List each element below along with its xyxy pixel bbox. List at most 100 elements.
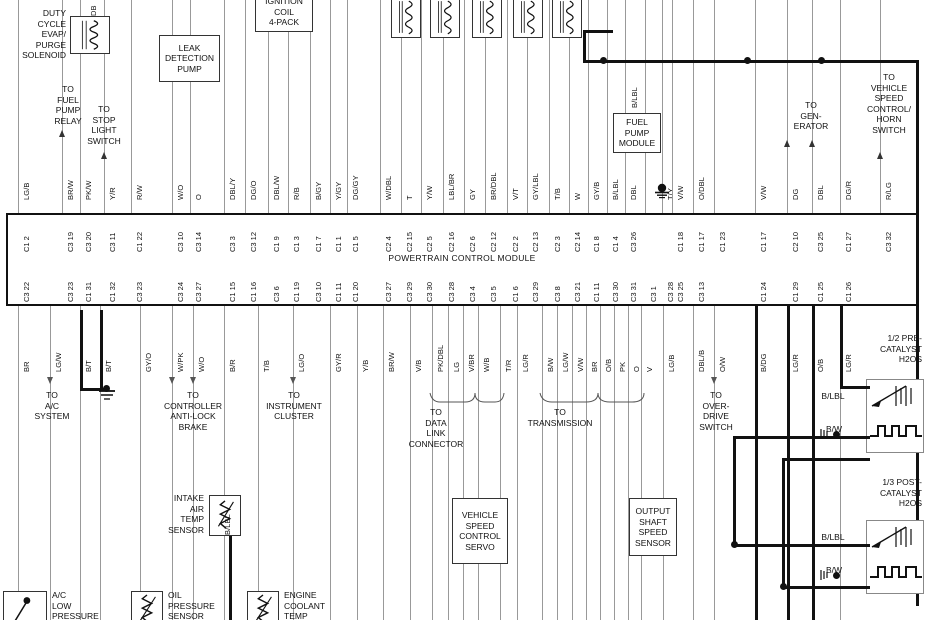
pre-catalyst-heater-wire-label: B/W	[825, 424, 843, 434]
duty-cycle-evap-purge-solenoid-symbol[interactable]	[70, 16, 110, 54]
pcm-pin-bottom-label: C3 21	[573, 281, 582, 302]
pre-catalyst-heater-symbol	[870, 425, 922, 437]
injector-coil-symbol-5[interactable]	[552, 0, 582, 38]
vehicle-speed-control-servo-box[interactable]: VEHICLE SPEED CONTROL SERVO	[452, 498, 508, 564]
fuel-pump-module-wire-label: B/LBL	[630, 87, 639, 108]
top-wire-line	[588, 0, 589, 214]
pcm-pin-bottom-label: C1 20	[351, 281, 360, 302]
pcm-pin-top-label: C3 25	[816, 231, 825, 252]
bottom-wire-color-label: LG	[452, 361, 461, 372]
powertrain-control-module-box[interactable]: POWERTRAIN CONTROL MODULE	[6, 213, 918, 306]
top-wire-line	[693, 0, 694, 214]
bus-junction-dot-2	[744, 57, 751, 64]
thermistor-icon	[217, 500, 234, 529]
ground-icon	[99, 390, 115, 400]
top-wire-color-label: V/W	[676, 185, 685, 200]
pcm-pin-top-label: C2 3	[553, 236, 562, 252]
bottom-wire-line	[478, 306, 479, 620]
top-wire-color-label: BR/W	[66, 180, 75, 200]
data-link-brace	[429, 392, 505, 403]
pcm-pin-bottom-label: C3 1	[649, 286, 658, 302]
top-wire-color-label: PK/W	[84, 180, 93, 200]
post-catalyst-heater-symbol	[870, 566, 922, 578]
pre-catalyst-h2os-box[interactable]	[866, 379, 924, 453]
bottom-wire-color-label: O/B	[604, 358, 613, 372]
bottom-wire-color-label: T/R	[504, 359, 513, 372]
to-ac-system-arrow	[47, 377, 53, 384]
top-wire-color-label: Y/GY	[334, 181, 343, 200]
top-wire-color-label: R/B	[292, 187, 301, 200]
top-wire-line	[569, 0, 570, 214]
to-transmission-label: TO TRANSMISSION	[527, 407, 593, 428]
injector-coil-symbol-2[interactable]	[430, 0, 460, 38]
pcm-pin-top-label: C1 23	[718, 231, 727, 252]
bottom-wire-line	[840, 306, 841, 620]
top-wire-line	[607, 0, 608, 214]
bottom-wire-line	[714, 306, 715, 620]
top-wire-line	[62, 0, 63, 214]
injector-coil-symbol-3[interactable]	[472, 0, 502, 38]
bottom-wire-color-label: V/B	[414, 359, 423, 372]
pcm-pin-top-label: C2 14	[573, 231, 582, 252]
fuel-pump-module-box[interactable]: FUEL PUMP MODULE	[613, 113, 661, 153]
intake-air-temp-wire	[229, 536, 232, 620]
to-controller-anti-lock-brake-label: TO CONTROLLER ANTI-LOCK BRAKE	[163, 390, 223, 432]
pcm-pin-bottom-label: C1 11	[334, 282, 343, 302]
bottom-wire-line	[448, 306, 449, 620]
o2-harness-v6	[782, 458, 785, 588]
solenoid-coil-icon	[81, 20, 99, 50]
injector-coil-symbol-4[interactable]	[513, 0, 543, 38]
bottom-wire-line	[172, 306, 173, 620]
top-wire-line	[401, 0, 402, 214]
injector-coil-symbol-1[interactable]	[391, 0, 421, 38]
top-wire-line	[880, 0, 881, 214]
oil-pressure-sensor-symbol[interactable]	[131, 591, 163, 620]
bt-ground-wire-right	[100, 310, 103, 390]
bottom-wire-color-label: W/PK	[176, 352, 185, 372]
top-wire-line	[172, 0, 173, 214]
bottom-wire-line	[357, 306, 358, 620]
pcm-pin-top-label: C1 5	[351, 236, 360, 252]
power-bus-right-edge	[916, 60, 919, 606]
bus-junction-dot-1	[600, 57, 607, 64]
injector-coil-icon	[438, 0, 452, 35]
top-wire-color-label: BR/DBL	[489, 172, 498, 200]
top-wire-line	[245, 0, 246, 214]
intake-air-temp-sensor-symbol[interactable]	[209, 495, 241, 536]
pcm-pin-bottom-label: C3 30	[611, 281, 620, 302]
bottom-wire-line	[432, 306, 433, 620]
bottom-wire-line	[258, 306, 259, 620]
top-wire-line	[80, 0, 81, 214]
bottom-wire-color-label: LG/B	[667, 354, 676, 373]
engine-coolant-temp-symbol[interactable]	[247, 591, 279, 620]
post-catalyst-connector-icon	[820, 570, 828, 580]
top-wire-line	[625, 0, 626, 214]
pre-catalyst-heater-dot	[833, 431, 840, 438]
pcm-pin-top-label: C2 12	[489, 231, 498, 252]
leak-detection-pump-box[interactable]: LEAK DETECTION PUMP	[159, 35, 220, 82]
pcm-pin-bottom-label: C3 28	[666, 281, 675, 302]
post-catalyst-h2os-box[interactable]	[866, 520, 924, 594]
bt-ground-join	[80, 388, 108, 391]
output-shaft-speed-sensor-box[interactable]: OUTPUT SHAFT SPEED SENSOR	[629, 498, 677, 556]
top-wire-line	[224, 0, 225, 214]
post-catalyst-h2os-label: 1/3 POST- CATALYST H2OS	[879, 477, 922, 508]
ac-low-pressure-switch-symbol[interactable]	[3, 591, 47, 620]
o2-harness-v5	[733, 436, 736, 546]
o2-harness-v2	[787, 306, 790, 620]
pcm-pin-top-label: C2 5	[425, 236, 434, 252]
to-vehicle-speed-control-arrow	[877, 152, 883, 159]
ac-low-pressure-label: A/C LOW PRESSURE	[52, 590, 99, 620]
top-wire-color-label: W	[573, 192, 582, 200]
o2-harness-h1	[840, 386, 870, 389]
top-wire-color-label: Y/R	[108, 187, 117, 200]
ignition-coil-4-pack-box[interactable]: IGNITION COIL 4-PACK	[255, 0, 313, 32]
to-data-link-connector-label: TO DATA LINK CONNECTOR	[408, 407, 464, 449]
pcm-pin-top-label: C3 14	[194, 231, 203, 252]
top-wire-line	[812, 0, 813, 214]
bottom-wire-color-label: LG/R	[521, 354, 530, 372]
oil-pressure-sensor-label: OIL PRESSURE SENSOR	[168, 590, 215, 620]
bottom-wire-line	[517, 306, 518, 620]
evap-top-wire-label: DB	[89, 5, 98, 16]
pcm-pin-top-label: C3 20	[84, 231, 93, 252]
